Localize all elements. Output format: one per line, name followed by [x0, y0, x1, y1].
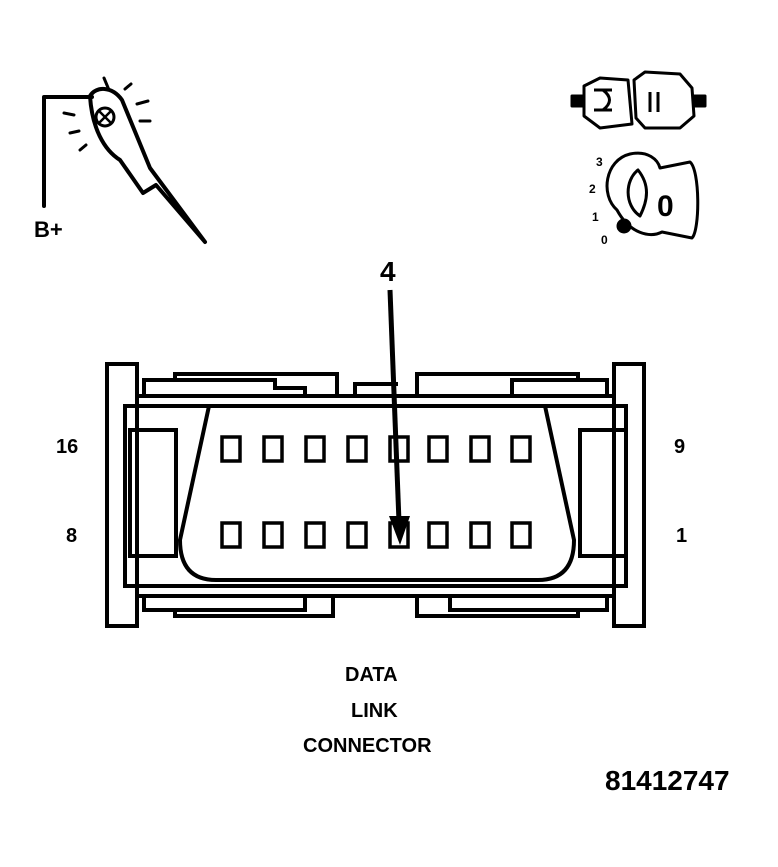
- pin-cavity-7: [262, 521, 284, 549]
- caption-line-2: LINK: [351, 700, 398, 722]
- row-bottom-left-label: 8: [66, 525, 78, 547]
- caption-line-3: CONNECTOR: [303, 735, 432, 757]
- pin-cavity-10: [469, 435, 491, 463]
- pin-cavity-5: [346, 521, 368, 549]
- pin-cavity-12: [388, 435, 410, 463]
- ignition-position-2: 2: [589, 182, 596, 196]
- pin-cavity-2: [469, 521, 491, 549]
- row-top-right-label: 9: [674, 436, 686, 458]
- pin-cavity-3: [427, 521, 449, 549]
- pin-cavity-1: [510, 521, 532, 549]
- pin-cavity-16: [220, 435, 242, 463]
- ignition-position-3: 3: [596, 155, 603, 169]
- ignition-position-0: 0: [601, 233, 608, 247]
- row-top-left-label: 16: [56, 436, 79, 458]
- ignition-key-icon: [570, 70, 707, 240]
- pin-cavity-6: [304, 521, 326, 549]
- pin-cavity-13: [346, 435, 368, 463]
- data-link-connector: [105, 362, 646, 628]
- pin-cavity-9: [510, 435, 532, 463]
- pin-cavity-15: [262, 435, 284, 463]
- callout-arrow: [387, 289, 410, 545]
- figure-id: 81412747: [605, 765, 730, 796]
- key-symbol: 0: [657, 190, 674, 223]
- test-light-icon: [42, 76, 207, 244]
- callout-pin-number: 4: [380, 256, 396, 287]
- pin-cavity-8: [220, 521, 242, 549]
- b-plus-label: B+: [34, 217, 63, 242]
- caption-line-1: DATA: [345, 664, 398, 686]
- pin-cavity-14: [304, 435, 326, 463]
- connector-pins: [220, 435, 532, 549]
- row-bottom-right-label: 1: [676, 525, 688, 547]
- ignition-position-1: 1: [592, 210, 599, 224]
- pin-cavity-11: [427, 435, 449, 463]
